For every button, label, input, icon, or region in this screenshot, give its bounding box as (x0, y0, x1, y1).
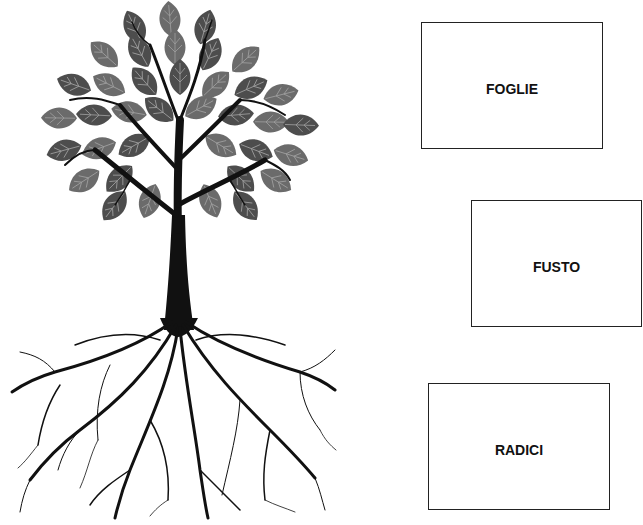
part-name: FUSTO (533, 253, 580, 275)
part-name: RADICI (495, 436, 543, 458)
part-name: FOGLIE (486, 75, 538, 97)
label-box: FUSTO (471, 200, 642, 327)
label-box: FOGLIE (421, 22, 603, 149)
label-box: RADICI (428, 383, 610, 510)
